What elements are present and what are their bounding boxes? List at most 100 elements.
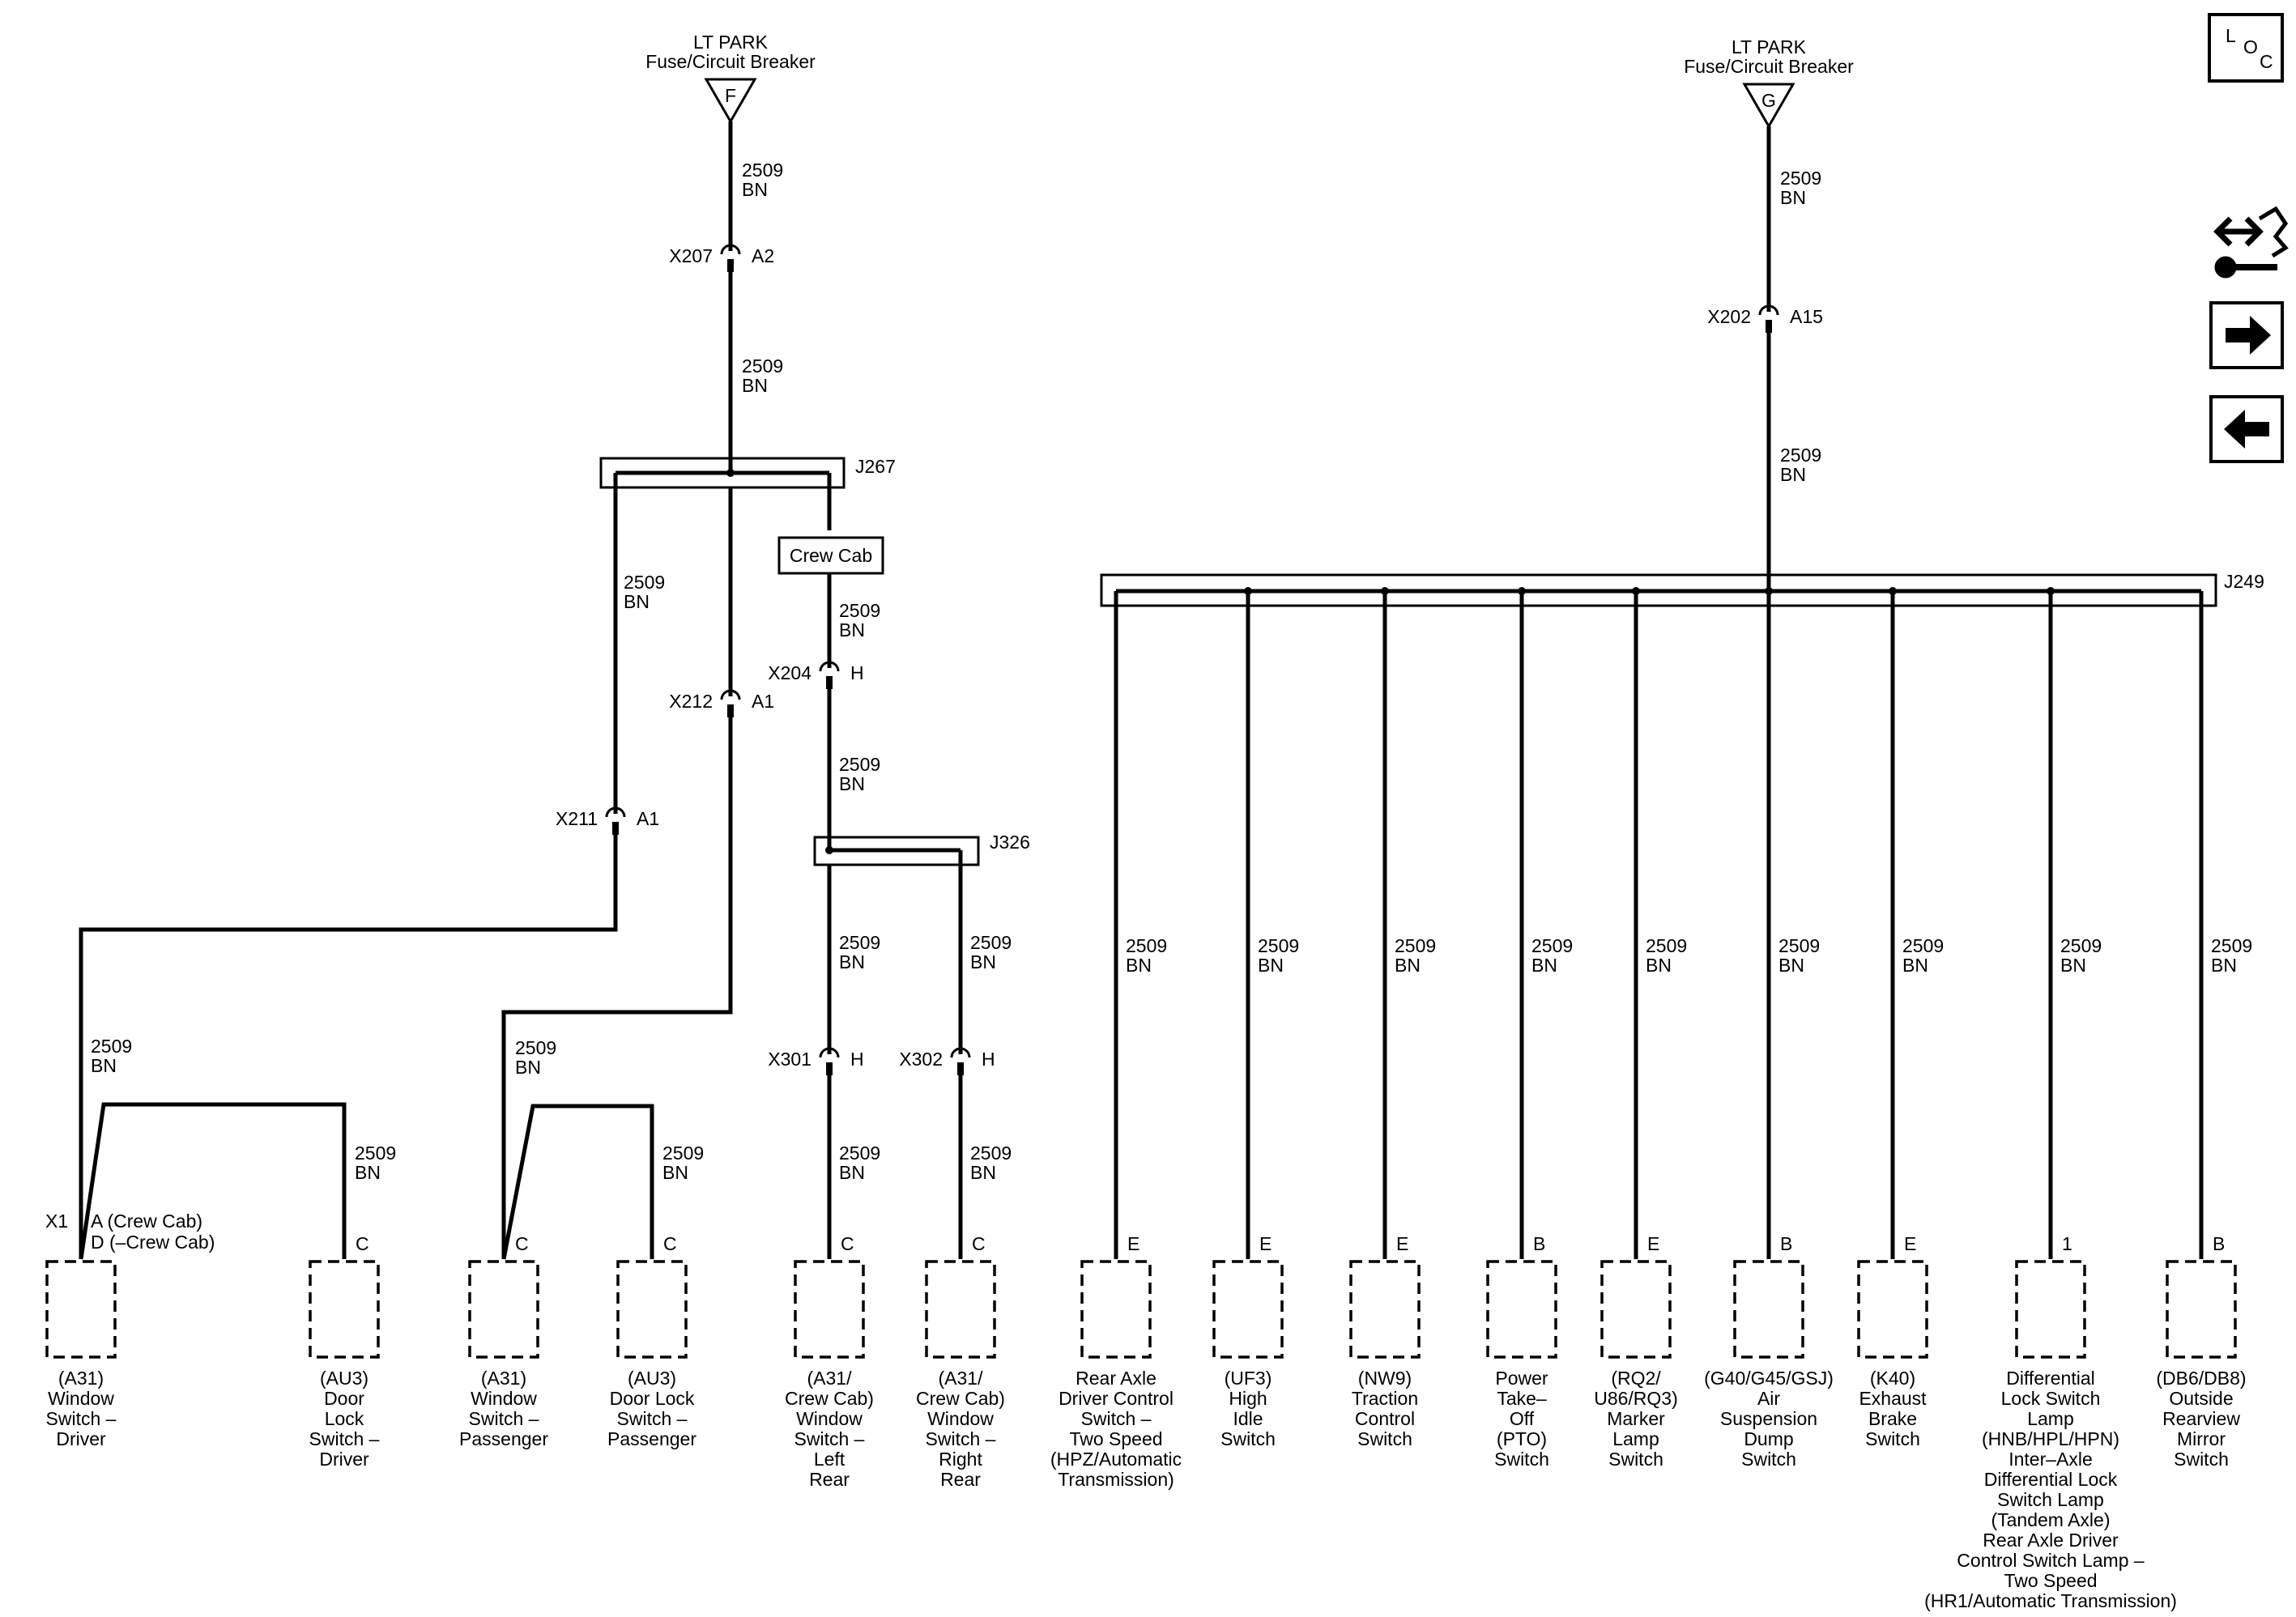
splice-j249-node: [1518, 587, 1526, 595]
component-left-3-pin: C: [663, 1233, 677, 1254]
wire-segment: [501, 717, 733, 1259]
component-left-3-caption-line: Door Lock: [610, 1388, 695, 1409]
component-right-4-caption-line: U86/RQ3): [1594, 1388, 1678, 1409]
wire-j249-drop-8-circuit: 2509: [2211, 935, 2252, 956]
component-right-5-caption-line: Dump: [1744, 1428, 1793, 1449]
component-left-0-caption-line: Driver: [56, 1428, 106, 1449]
wire-segment: [79, 835, 618, 1259]
component-left-1-caption-line: Switch –: [309, 1428, 380, 1449]
component-right-8-pin: B: [2213, 1233, 2225, 1254]
fuse-f-title: LT PARK: [693, 32, 769, 53]
component-left-0-caption-line: (A31): [58, 1368, 104, 1389]
wire-x212-down-color: BN: [515, 1057, 541, 1078]
component-right-4-caption-line: Lamp: [1612, 1428, 1659, 1449]
x1-pin-a: A (Crew Cab): [91, 1211, 202, 1232]
component-right-2-caption-line: Traction: [1352, 1388, 1418, 1409]
component-right-1-box: [1212, 1260, 1284, 1359]
component-right-6-box: [1857, 1260, 1928, 1359]
next-page-arrow-icon: [2226, 316, 2271, 355]
component-right-6-caption-line: Exhaust: [1859, 1388, 1927, 1409]
component-right-4-caption-line: Switch: [1608, 1449, 1663, 1470]
wire-x302-down-color: BN: [970, 1162, 996, 1183]
next-page-button[interactable]: [2209, 301, 2284, 369]
component-right-0-caption-line: Rear Axle: [1076, 1368, 1157, 1389]
connector-x204-label: X204: [768, 662, 811, 683]
splice-j249-node: [1765, 587, 1773, 595]
wire-x301-down-circuit: 2509: [839, 1143, 880, 1164]
component-left-0-box: [45, 1260, 117, 1359]
x1-label: X1: [45, 1211, 68, 1232]
splice-j267-label: J267: [855, 456, 896, 477]
wire-f-1-color: BN: [742, 179, 768, 200]
wire-j249-drop-3-circuit: 2509: [1531, 935, 1573, 956]
x1-pin-d: D (–Crew Cab): [91, 1232, 215, 1253]
component-left-5-caption-line: (A31/: [939, 1368, 984, 1389]
component-right-3-caption-line: Take–: [1497, 1388, 1547, 1409]
splice-j249-node: [2047, 587, 2055, 595]
component-right-7-caption-line: Switch Lamp: [1997, 1489, 2104, 1510]
component-service-button[interactable]: [2213, 206, 2289, 279]
connector-x211-pin: A1: [637, 808, 659, 829]
connector-x302-label: X302: [899, 1049, 943, 1070]
component-left-1-pin: C: [356, 1233, 369, 1254]
component-left-4-caption-line: Rear: [809, 1469, 850, 1490]
crew-cab-tag: Crew Cab: [790, 545, 872, 566]
component-right-6-caption-line: (K40): [1870, 1368, 1915, 1389]
splice-j326-label: J326: [990, 832, 1030, 853]
connector-x202-pin: A15: [1790, 306, 1823, 327]
splice-j249-node: [1244, 587, 1252, 595]
wire-j249-drop-0-circuit: 2509: [1126, 935, 1167, 956]
component-right-1-caption-line: Idle: [1233, 1408, 1263, 1429]
component-left-4-caption-line: Crew Cab): [785, 1388, 874, 1409]
splice-j249-bar: [1100, 573, 2217, 607]
loc-letter-l: L: [2226, 25, 2236, 46]
component-left-0-caption-line: Window: [48, 1388, 114, 1409]
component-right-1-pin: E: [1259, 1233, 1272, 1254]
fuse-g-symbol: [1742, 83, 1795, 130]
wire-x204-down-color: BN: [839, 773, 865, 794]
wire-g-2-circuit: 2509: [1780, 445, 1821, 466]
component-left-0-caption-line: Switch –: [46, 1408, 117, 1429]
wire-j249-drop-8-color: BN: [2211, 955, 2237, 976]
component-right-7-pin: 1: [2062, 1233, 2072, 1254]
loc-button-icon: L O C: [2226, 25, 2273, 72]
wire-door-lock-driver-circuit: 2509: [355, 1143, 396, 1164]
previous-page-button[interactable]: [2209, 395, 2284, 463]
component-left-4-caption-line: Window: [796, 1408, 863, 1429]
component-right-7-caption-line: Lock Switch: [2001, 1388, 2101, 1409]
loc-letter-c: C: [2260, 51, 2273, 72]
component-right-2-box: [1349, 1260, 1421, 1359]
component-right-1-caption-line: Switch: [1220, 1428, 1276, 1449]
component-right-8-box: [2166, 1260, 2237, 1359]
wire-j249-drop-4-color: BN: [1646, 955, 1672, 976]
component-right-4-box: [1600, 1260, 1672, 1359]
component-right-7-caption-line: (HNB/HPL/HPN): [1982, 1428, 2119, 1449]
component-left-1-caption-line: Door: [324, 1388, 364, 1409]
wire-x301-down-color: BN: [839, 1162, 865, 1183]
component-left-3-caption-line: (AU3): [628, 1368, 676, 1389]
connector-x302-pin: H: [982, 1049, 995, 1070]
component-right-3-pin: B: [1533, 1233, 1545, 1254]
component-right-7-caption-line: Differential Lock: [1984, 1469, 2118, 1490]
wire-j267-a-color: BN: [624, 591, 650, 612]
wire-j326-right-circuit: 2509: [970, 932, 1012, 953]
component-right-5-pin: B: [1780, 1233, 1792, 1254]
wire-f-2-circuit: 2509: [742, 355, 783, 377]
component-right-7-caption-line: Lamp: [2027, 1408, 2074, 1429]
wire-j249-drop-1-circuit: 2509: [1258, 935, 1299, 956]
connector-x202-label: X202: [1707, 306, 1751, 327]
component-right-0-caption-line: Two Speed: [1069, 1428, 1162, 1449]
wire-j249-drop-1-color: BN: [1258, 955, 1284, 976]
wire-x211-down-circuit: 2509: [91, 1036, 132, 1057]
component-right-0-caption-line: Switch –: [1081, 1408, 1152, 1429]
splice-j267-node: [726, 469, 735, 477]
splice-j249-node: [1632, 587, 1640, 595]
splice-j249-label: J249: [2224, 571, 2264, 592]
loc-button[interactable]: L O C: [2208, 13, 2284, 83]
component-right-7-caption-line: Rear Axle Driver: [1983, 1530, 2119, 1551]
